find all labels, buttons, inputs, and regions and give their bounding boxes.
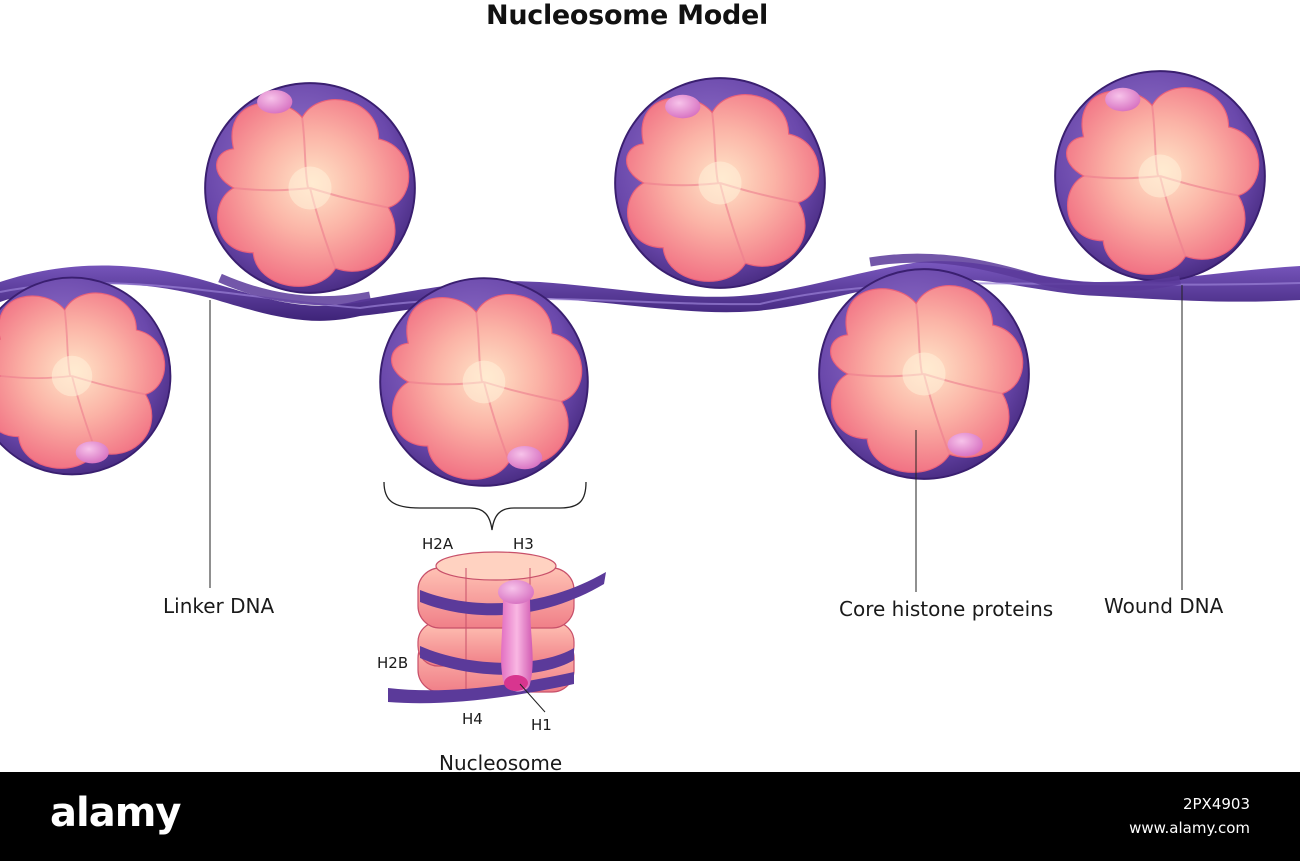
core-histone-label: Core histone proteins — [839, 597, 1054, 621]
linker-dna-label: Linker DNA — [163, 594, 275, 618]
nucleosome-brace — [383, 481, 587, 531]
nucleosome-illustration — [0, 70, 1300, 713]
watermark-footer: alamy 2PX4903 www.alamy.com — [0, 772, 1300, 861]
image-id: 2PX4903 — [1182, 795, 1250, 813]
h3-label: H3 — [513, 535, 534, 553]
h1-label: H1 — [531, 716, 552, 734]
wound-dna-wrap — [869, 253, 1181, 292]
nucleosome-5 — [818, 268, 1030, 480]
nucleosome-2 — [204, 82, 416, 294]
site-url: www.alamy.com — [1129, 819, 1250, 837]
linker-dna-strand — [0, 261, 1300, 321]
nucleosome-label: Nucleosome — [439, 751, 563, 775]
wound-dna-label: Wound DNA — [1104, 594, 1224, 618]
h2b-label: H2B — [377, 654, 409, 672]
diagram-title: Nucleosome Model — [486, 0, 768, 31]
nucleosome-4 — [614, 77, 826, 289]
h4-label: H4 — [462, 710, 483, 728]
nucleosome-3 — [379, 277, 589, 487]
diagram-canvas: Nucleosome Model — [0, 0, 1300, 775]
image-id-block: 2PX4903 www.alamy.com — [1129, 792, 1250, 840]
nucleosome-6 — [1054, 70, 1266, 282]
nucleosome-1 — [0, 276, 172, 476]
nucleosome-detail — [388, 551, 606, 713]
h2a-label: H2A — [422, 535, 454, 553]
brand-logo: alamy — [50, 790, 181, 836]
